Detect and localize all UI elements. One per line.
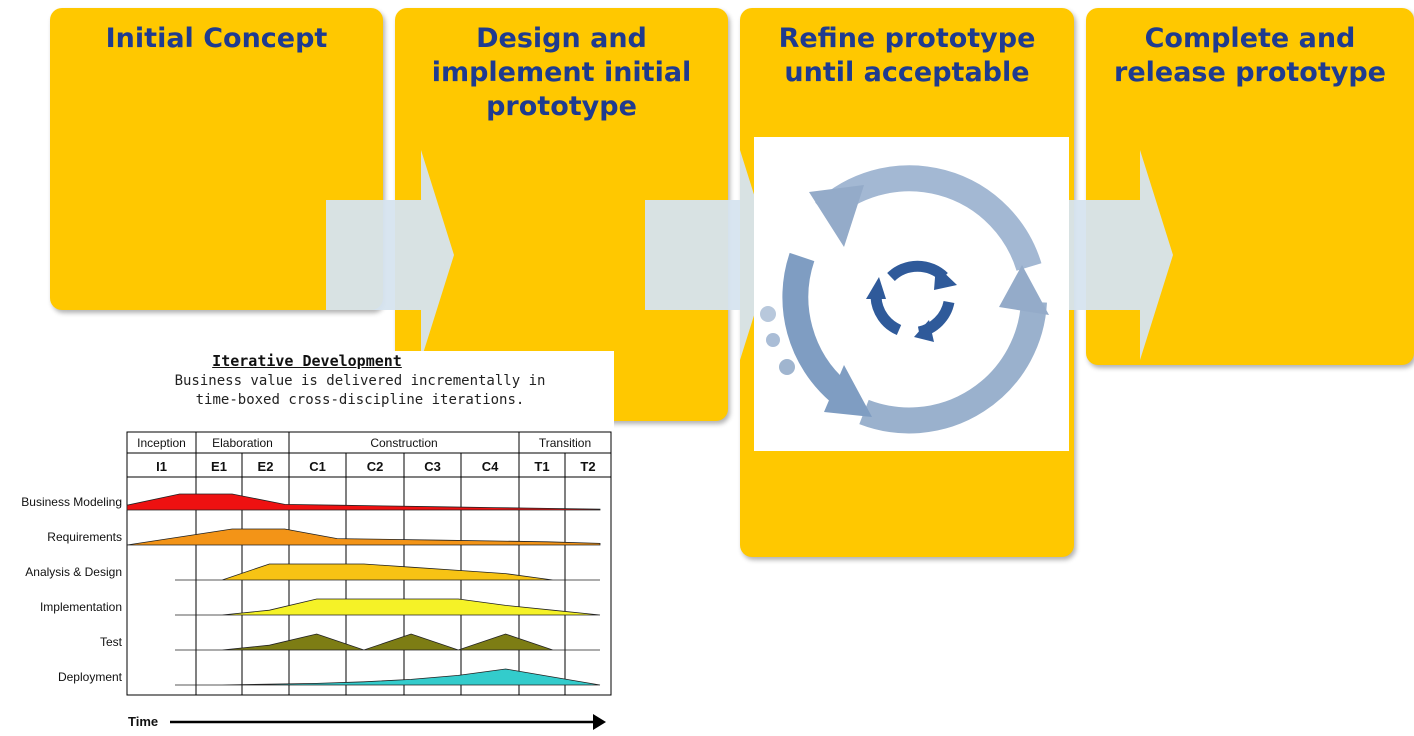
iteration-label: C4 (482, 459, 499, 474)
step-title: Complete and release prototype (1114, 23, 1386, 88)
discipline-label: Test (100, 635, 123, 649)
discipline-label: Requirements (47, 530, 122, 544)
discipline-area (126, 493, 601, 511)
discipline-area (126, 528, 601, 546)
step-card-initial-concept: Initial Concept (50, 8, 383, 310)
discipline-area (175, 668, 601, 686)
iteration-grid: Inception Elaboration Construction Transiti… (21, 431, 612, 730)
arrow-right-icon (326, 150, 454, 360)
discipline-label: Business Modeling (21, 495, 122, 509)
grid-border (126, 431, 612, 696)
time-label: Time (128, 714, 158, 729)
discipline-label: Analysis & Design (25, 565, 122, 579)
iteration-label: C2 (367, 459, 384, 474)
discipline-area (175, 633, 600, 651)
iteration-label: E2 (258, 459, 274, 474)
iteration-label: E1 (211, 459, 227, 474)
arrow-right-icon (1045, 150, 1173, 360)
step-title: Initial Concept (105, 23, 328, 54)
phase-label: Construction (370, 436, 437, 450)
chart-title: Iterative Development (212, 352, 402, 370)
discipline-area (175, 563, 600, 581)
phase-label: Inception (137, 436, 186, 450)
step-title: Design and implement initial prototype (431, 23, 692, 122)
discipline-area (175, 598, 601, 616)
arrow-right-icon (645, 150, 773, 360)
iteration-label: T1 (534, 459, 549, 474)
iteration-label: T2 (580, 459, 595, 474)
discipline-label: Implementation (40, 600, 122, 614)
chart-subtitle: Business value is delivered incrementall… (174, 373, 546, 408)
refresh-cycle-icon (760, 165, 1049, 434)
time-arrow-head-icon (593, 714, 606, 730)
step-title: Refine prototype until acceptable (778, 23, 1036, 88)
refine-cycle-graphic (754, 137, 1069, 451)
iteration-label: C1 (309, 459, 326, 474)
phase-label: Elaboration (212, 436, 273, 450)
iteration-label: I1 (156, 459, 167, 474)
discipline-label: Deployment (58, 670, 123, 684)
phase-label: Transition (539, 436, 591, 450)
iteration-label: C3 (424, 459, 441, 474)
